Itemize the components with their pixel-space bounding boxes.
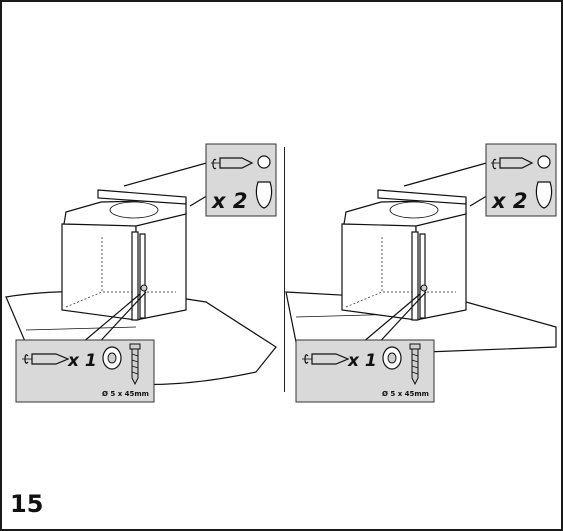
- count-label: x 2: [211, 189, 247, 213]
- screwdriver-icon: [302, 353, 350, 365]
- screw-dimension-label: Ø 5 x 45mm: [102, 390, 149, 398]
- bottom-callout: x 1 Ø 5 x 45mm: [295, 339, 435, 403]
- bottom-callout: x 1 Ø 5 x 45mm: [15, 339, 155, 403]
- illustration-panel-left: x 2 x 1 Ø 5 x 45mm: [5, 143, 277, 403]
- screwdriver-icon: [491, 157, 534, 170]
- chimney-front: [61, 223, 137, 321]
- top-callout: x 2: [205, 143, 277, 217]
- screw-icon: [129, 343, 141, 386]
- count-label: x 1: [347, 351, 377, 371]
- screw-point: [140, 284, 148, 292]
- screw-point: [420, 284, 428, 292]
- chimney-front: [341, 223, 417, 321]
- screw-dimension-label: Ø 5 x 45mm: [382, 390, 429, 398]
- top-callout: x 2: [485, 143, 557, 217]
- illustration-panel-right: x 2 x 1 Ø 5 x 45mm: [285, 143, 557, 403]
- panel-divider: [284, 147, 285, 392]
- keyhole-icon: [255, 155, 273, 209]
- washer-icon: [382, 346, 402, 370]
- step-number: 15: [10, 490, 44, 518]
- screwdriver-icon: [211, 157, 254, 170]
- screw-icon: [409, 343, 421, 386]
- count-label: x 1: [67, 351, 97, 371]
- count-label: x 2: [491, 189, 527, 213]
- screwdriver-icon: [22, 353, 70, 365]
- keyhole-icon: [535, 155, 553, 209]
- washer-icon: [102, 346, 122, 370]
